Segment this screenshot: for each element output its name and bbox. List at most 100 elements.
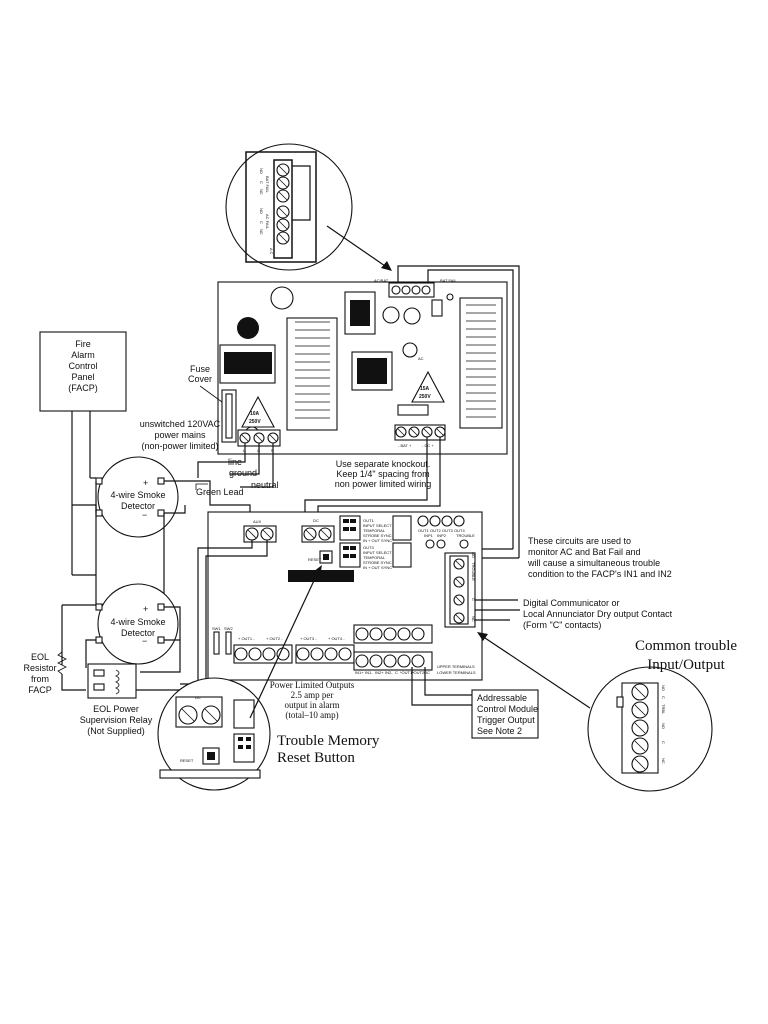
out-desc-1-line-1: INPUT SELECT <box>363 523 392 528</box>
trbl-no-label: NO <box>471 552 476 558</box>
mains-label-1: unswitched 120VAC <box>140 419 221 429</box>
upper-terminals-note: UPPER TERMINALS <box>437 664 475 669</box>
smoke-detector-2: + − 4-wire Smoke Detector <box>95 583 179 665</box>
eol-relay-label-3: (Not Supplied) <box>87 726 145 736</box>
green-lead-label: Green Lead <box>196 487 244 497</box>
eol-relay-label-2: Supervision Relay <box>80 715 153 725</box>
power-limited-label-2: 2.5 amp per <box>291 690 334 700</box>
common-no2-label: NO <box>661 723 666 729</box>
inset-reset-button: DC RESET <box>157 677 271 791</box>
sd2-label-1: 4-wire Smoke <box>110 617 165 627</box>
neutral-label: neutral <box>251 480 279 490</box>
inset-dc-label: DC <box>195 695 201 700</box>
addressable-label-2: Control Module <box>477 704 538 714</box>
relay-header-label: AC/BAT <box>374 278 389 283</box>
sd2-label-2: Detector <box>121 628 155 638</box>
inset-reset-label: RESET <box>180 758 194 763</box>
in-label-c: C <box>395 670 398 675</box>
power-limited-label-3: output in alarm <box>285 700 340 710</box>
out-desc-2-line-2: TEMPORAL <box>363 555 386 560</box>
sd1-minus: − <box>142 510 147 520</box>
inset-common-trouble: NO C TRBL NO C NC <box>587 666 713 792</box>
out2-label: + OUT2 - <box>266 636 283 641</box>
inset-label-c1: C <box>259 181 264 184</box>
arrow-head-reset-icon <box>313 565 322 576</box>
fuse-10a-rating: 10A <box>250 411 260 417</box>
out-desc-2-line-1: INPUT SELECT <box>363 550 392 555</box>
monitor-label-4: condition to the FACP's IN1 and IN2 <box>528 569 672 579</box>
relay-batfail-label: BAT FAIL <box>440 278 458 283</box>
inset-label-nc1: NC <box>259 189 264 195</box>
ground-label: ground <box>229 468 257 478</box>
output-leds: OUT1 OUT2 OUT3 OUT4 INP1 INP2 TROUBLE <box>417 515 475 549</box>
in-label-in1m: IN1- <box>365 670 373 675</box>
inset-label-no2: NO <box>259 208 264 214</box>
common-c1-label: C <box>661 696 666 699</box>
led-label-inp2: INP2 <box>437 533 447 538</box>
trbl-tag-label: TROUBLE <box>471 562 476 581</box>
dc-label: DC <box>313 518 319 523</box>
inset-label-c2: C <box>259 221 264 224</box>
mains-label-2: power mains <box>154 430 206 440</box>
common-trouble-label-2: Input/Output <box>647 657 725 673</box>
knockout-label-3: non power limited wiring <box>335 479 432 489</box>
led-label-out3: OUT3 <box>442 528 453 533</box>
aux-label: AUX <box>253 519 262 524</box>
eol-resistor-label-3: from <box>31 674 49 684</box>
output-module-board: AUX DC OUT1 INPUT SELECT TEMPORAL STROBE… <box>207 511 483 681</box>
inset-label-nc2: NC <box>259 229 264 235</box>
sd2-minus: − <box>142 636 147 646</box>
heatsink-fins <box>295 321 330 419</box>
fuse-15a: 15A 250V <box>411 370 445 403</box>
out4-label: + OUT4 - <box>328 636 345 641</box>
ic-chip <box>288 570 354 582</box>
out-desc-2-title: OUT3 <box>363 545 374 550</box>
ac-led-label: AC <box>418 356 424 361</box>
sd1-plus: + <box>143 478 148 488</box>
monitor-label-1: These circuits are used to <box>528 536 631 546</box>
trouble-terminal-block: NO TROUBLE C NC <box>444 552 476 628</box>
trbl-c-label: C <box>471 598 476 601</box>
addressable-label-3: Trigger Output <box>477 715 535 725</box>
in-label-out2: *OUT2* <box>412 670 426 675</box>
common-trouble-label-1: Common trouble <box>635 638 737 654</box>
in-label-out1: *OUT1* <box>400 670 414 675</box>
out3-label: + OUT3 - <box>300 636 317 641</box>
eol-resistor-label-2: Resistor <box>23 663 56 673</box>
inset-label-no1: NO <box>259 168 264 174</box>
fuse-cover-label-2: Cover <box>188 374 212 384</box>
sw2-label: SW2 <box>224 626 233 631</box>
lower-terminals-note: LOWER TERMINALS <box>437 670 476 675</box>
eol-resistor: EOL Resistor from FACP <box>23 651 86 695</box>
arrow-head-icon <box>381 261 392 271</box>
addressable-label-4: See Note 2 <box>477 726 522 736</box>
inset-label-acfail: AC FAIL <box>265 214 270 230</box>
inset-label-ac: A C <box>269 248 274 255</box>
out-desc-2-line-4: IN + OUT SYNC <box>363 565 392 570</box>
knockout-label-2: Keep 1/4" spacing from <box>336 469 429 479</box>
inset-terminal-screws <box>276 163 290 245</box>
eol-relay: EOL Power Supervision Relay (Not Supplie… <box>80 663 153 736</box>
out-desc-1-line-3: STROBE SYNC <box>363 533 392 538</box>
wire-ground <box>230 443 260 475</box>
inset-label-batfail: BAT FAIL <box>265 176 270 194</box>
addressable-module-box: Addressable Control Module Trigger Outpu… <box>471 689 539 739</box>
digital-label-1: Digital Communicator or <box>523 598 620 608</box>
arrow-head-common-icon <box>477 632 488 641</box>
eol-resistor-label-4: FACP <box>28 685 52 695</box>
dc-terminal-label: - DC + <box>422 443 434 448</box>
digital-label-2: Local Annunciator Dry output Contact <box>523 609 673 619</box>
out1-label: + OUT1 - <box>238 636 255 641</box>
addressable-label-1: Addressable <box>477 693 527 703</box>
facp-label-1: Fire <box>75 339 91 349</box>
wire-bat-fail <box>427 269 514 549</box>
wire-neutral <box>240 443 274 488</box>
inset-relay-terminals: NO C NC BAT FAIL NO C NC AC FAIL A C <box>225 143 353 271</box>
common-trbl-label: TRBL <box>661 704 666 715</box>
eol-relay-label-1: EOL Power <box>93 704 139 714</box>
out-desc-2-line-3: STROBE SYNC <box>363 560 392 565</box>
power-supply-board: 10A 250V 15A 250V L G N - BAT + - DC + A… <box>217 278 508 455</box>
trbl-nc-label: NC <box>471 616 476 622</box>
common-nc-label: NC <box>661 758 666 764</box>
